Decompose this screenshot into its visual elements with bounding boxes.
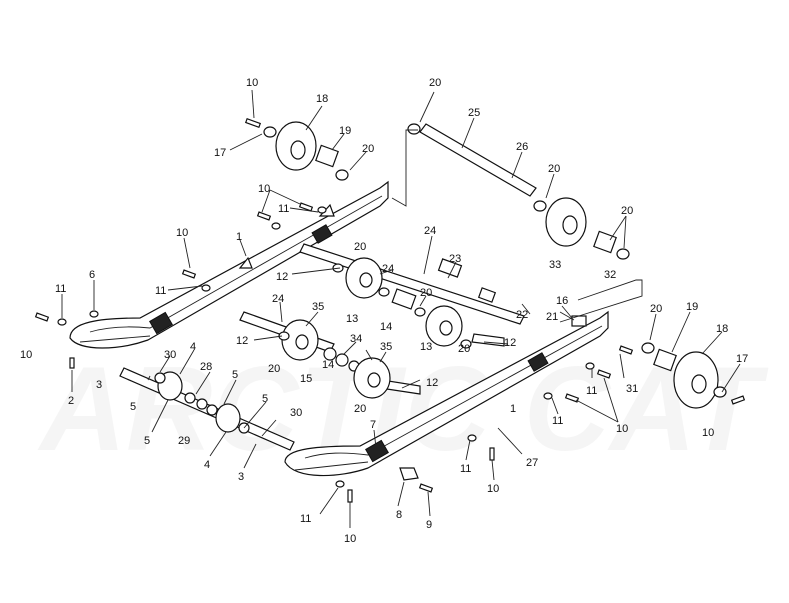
lower-slide-rail <box>284 310 609 481</box>
callout-c46: 15 <box>300 373 312 385</box>
callout-c57: 11 <box>586 385 597 397</box>
callout-c35: 12 <box>236 335 248 347</box>
leader-lines <box>61 89 741 528</box>
callout-c24: 11 <box>155 285 166 297</box>
callout-c22: 6 <box>89 269 95 281</box>
callout-c65: 30 <box>290 407 302 419</box>
upper-slide-rail <box>69 180 389 349</box>
callout-c02: 18 <box>316 93 328 105</box>
callout-c72: 8 <box>396 509 402 521</box>
callout-c37: 18 <box>716 323 728 335</box>
callout-c04: 25 <box>468 107 480 119</box>
callout-c67: 4 <box>204 459 210 471</box>
callout-c34: 10 <box>20 349 32 361</box>
callout-c23: 11 <box>55 283 66 295</box>
hardware <box>34 117 746 503</box>
callout-c58: 5 <box>262 393 268 405</box>
callout-c31: 21 <box>546 311 558 323</box>
callout-c49: 28 <box>200 361 212 373</box>
callout-c39: 13 <box>420 341 432 353</box>
callout-c40: 20 <box>458 343 470 355</box>
callout-c64: 10 <box>702 427 714 439</box>
callout-c05: 19 <box>339 125 351 137</box>
callout-c50: 5 <box>232 369 238 381</box>
callout-c59: 29 <box>178 435 190 447</box>
callout-c63: 10 <box>616 423 628 435</box>
callout-c09: 20 <box>548 163 560 175</box>
callout-c68: 3 <box>238 471 244 483</box>
callout-c54: 2 <box>68 395 74 407</box>
callout-c27: 16 <box>556 295 568 307</box>
callout-c43: 4 <box>190 341 196 353</box>
callout-c13: 1 <box>236 231 242 243</box>
watermark-text: ARCTIC CAT <box>37 342 769 476</box>
callout-c42: 30 <box>164 349 176 361</box>
callout-c11: 11 <box>278 203 289 215</box>
callout-c52: 31 <box>626 383 638 395</box>
callout-labels: 10 18 20 25 19 20 17 26 20 10 11 10 1 20… <box>20 77 748 545</box>
callout-c26: 20 <box>420 287 432 299</box>
watermark: ARCTIC CAT <box>37 342 769 476</box>
callout-c33: 19 <box>686 301 698 313</box>
callout-c55: 5 <box>130 401 136 413</box>
callout-c71: 10 <box>487 483 499 495</box>
callout-c56: 20 <box>354 403 366 415</box>
callout-c70: 27 <box>526 457 538 469</box>
callout-c12: 10 <box>176 227 188 239</box>
callout-c47: 14 <box>322 359 334 371</box>
callout-c44: 35 <box>380 341 392 353</box>
callout-c51: 12 <box>426 377 438 389</box>
callout-c17: 33 <box>549 259 561 271</box>
callout-c30: 14 <box>380 321 392 333</box>
callout-c48: 3 <box>96 379 102 391</box>
callout-c75: 10 <box>344 533 356 545</box>
callout-c08: 26 <box>516 141 528 153</box>
callout-c25: 24 <box>272 293 284 305</box>
callout-c29: 13 <box>346 313 358 325</box>
callout-c03: 20 <box>429 77 441 89</box>
callout-c06: 20 <box>362 143 374 155</box>
callout-c45: 20 <box>268 363 280 375</box>
callout-c73: 9 <box>426 519 432 531</box>
wheels <box>154 121 727 434</box>
callout-c18: 32 <box>604 269 616 281</box>
callout-c60: 5 <box>144 435 150 447</box>
callout-c16: 20 <box>354 241 366 253</box>
callout-c10: 10 <box>258 183 270 195</box>
callout-c38: 34 <box>350 333 362 345</box>
callout-c07: 17 <box>214 147 226 159</box>
callout-c15: 24 <box>424 225 436 237</box>
callout-c53: 17 <box>736 353 748 365</box>
callout-c36: 22 <box>516 309 528 321</box>
callout-c61: 11 <box>552 415 563 427</box>
callout-c32: 20 <box>650 303 662 315</box>
callout-c20: 24 <box>382 263 394 275</box>
callout-c01: 10 <box>246 77 258 89</box>
callout-c66: 7 <box>370 419 376 431</box>
callout-c19: 12 <box>276 271 288 283</box>
callout-c14: 20 <box>621 205 633 217</box>
callout-c69: 11 <box>460 463 471 475</box>
callout-c41: 12 <box>504 337 516 349</box>
callout-c28: 35 <box>312 301 324 313</box>
callout-c74: 11 <box>300 513 311 525</box>
callout-c21: 23 <box>449 253 461 265</box>
callout-c62: 1 <box>510 403 516 415</box>
